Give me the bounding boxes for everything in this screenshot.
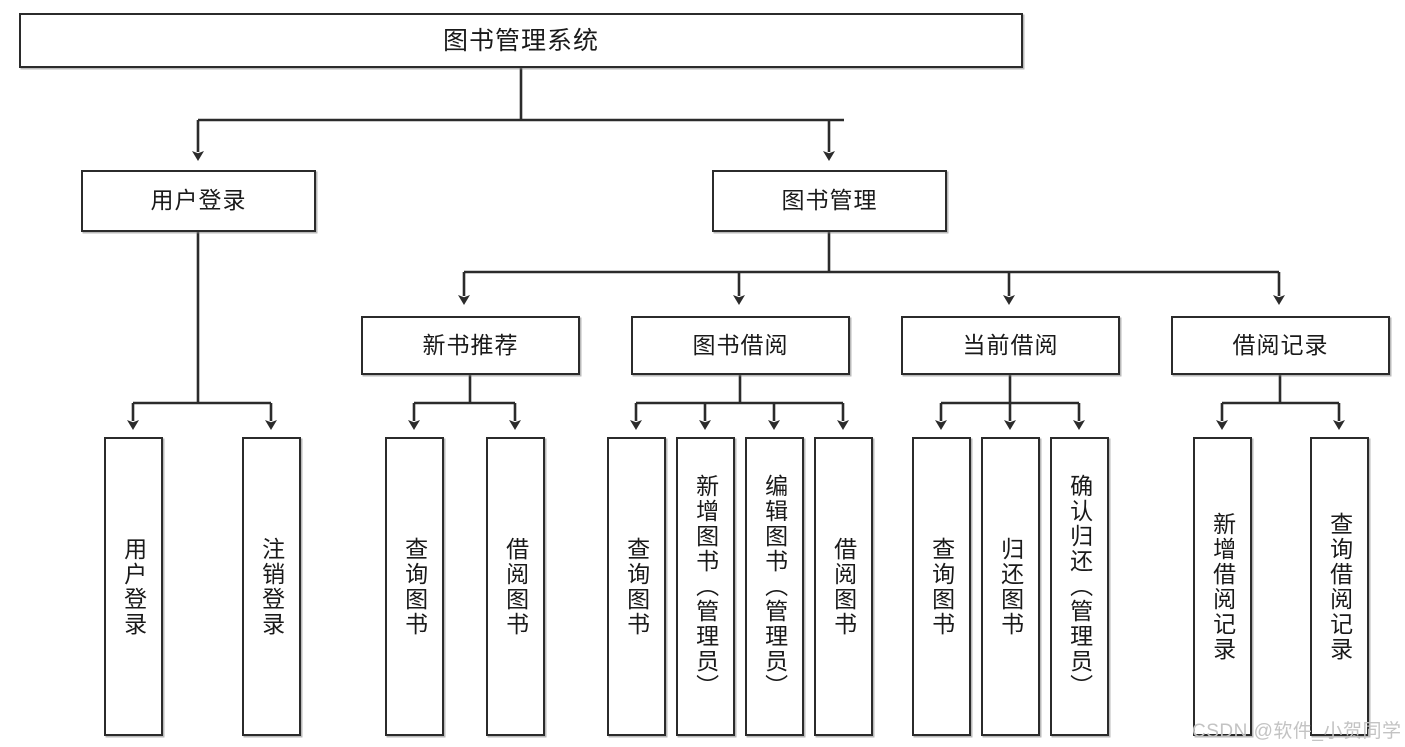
node-leaf-add-book-label: 新增图书（管理员） bbox=[692, 474, 719, 699]
node-new-book-rec[interactable]: 新书推荐 bbox=[361, 316, 580, 375]
node-leaf-query-book-1-label: 查询图书 bbox=[401, 536, 428, 637]
node-leaf-borrow-book-1[interactable]: 借阅图书 bbox=[486, 437, 545, 736]
node-leaf-user-login[interactable]: 用户登录 bbox=[104, 437, 163, 736]
node-root[interactable]: 图书管理系统 bbox=[19, 13, 1023, 68]
node-leaf-confirm-return-label: 确认归还（管理员） bbox=[1066, 474, 1093, 699]
node-borrow-record-label: 借阅记录 bbox=[1232, 331, 1329, 358]
node-user-login-label: 用户登录 bbox=[150, 187, 247, 214]
node-book-manage[interactable]: 图书管理 bbox=[712, 170, 947, 232]
node-leaf-borrow-book-2[interactable]: 借阅图书 bbox=[814, 437, 873, 736]
node-leaf-query-book-3[interactable]: 查询图书 bbox=[912, 437, 971, 736]
csdn-watermark: CSDN @软件_小贺同学 bbox=[1192, 721, 1402, 742]
node-leaf-query-book-2[interactable]: 查询图书 bbox=[607, 437, 666, 736]
node-leaf-query-book-3-label: 查询图书 bbox=[928, 536, 955, 637]
node-leaf-add-record-label: 新增借阅记录 bbox=[1209, 511, 1236, 662]
node-leaf-return-book[interactable]: 归还图书 bbox=[981, 437, 1040, 736]
node-leaf-borrow-book-2-label: 借阅图书 bbox=[830, 536, 857, 637]
node-book-borrow[interactable]: 图书借阅 bbox=[631, 316, 850, 375]
node-leaf-edit-book-label: 编辑图书（管理员） bbox=[761, 474, 788, 699]
node-leaf-logout[interactable]: 注销登录 bbox=[242, 437, 301, 736]
node-leaf-query-book-1[interactable]: 查询图书 bbox=[385, 437, 444, 736]
node-book-borrow-label: 图书借阅 bbox=[692, 331, 789, 358]
node-leaf-add-record[interactable]: 新增借阅记录 bbox=[1193, 437, 1252, 736]
node-leaf-edit-book[interactable]: 编辑图书（管理员） bbox=[745, 437, 804, 736]
node-leaf-return-book-label: 归还图书 bbox=[997, 536, 1024, 637]
node-root-label: 图书管理系统 bbox=[442, 26, 599, 55]
node-leaf-add-book[interactable]: 新增图书（管理员） bbox=[676, 437, 735, 736]
node-leaf-borrow-book-1-label: 借阅图书 bbox=[502, 536, 529, 637]
node-book-manage-label: 图书管理 bbox=[781, 187, 878, 214]
node-new-book-rec-label: 新书推荐 bbox=[422, 331, 519, 358]
node-leaf-query-record[interactable]: 查询借阅记录 bbox=[1310, 437, 1369, 736]
node-borrow-record[interactable]: 借阅记录 bbox=[1171, 316, 1390, 375]
node-leaf-confirm-return[interactable]: 确认归还（管理员） bbox=[1050, 437, 1109, 736]
node-current-borrow[interactable]: 当前借阅 bbox=[901, 316, 1120, 375]
node-leaf-query-book-2-label: 查询图书 bbox=[623, 536, 650, 637]
node-user-login[interactable]: 用户登录 bbox=[81, 170, 316, 232]
node-current-borrow-label: 当前借阅 bbox=[962, 331, 1059, 358]
node-leaf-logout-label: 注销登录 bbox=[258, 536, 285, 637]
node-leaf-query-record-label: 查询借阅记录 bbox=[1326, 511, 1353, 662]
node-leaf-user-login-label: 用户登录 bbox=[120, 536, 147, 637]
